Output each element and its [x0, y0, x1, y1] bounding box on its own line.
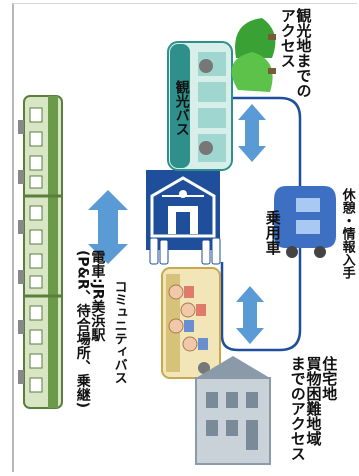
train-hub-arrow: [88, 190, 128, 264]
bus-loop-arrow-lower: [236, 286, 264, 344]
community-bus-icon: [161, 267, 221, 379]
frame-border: [12, 3, 357, 472]
tourism-bus-icon: [167, 41, 233, 171]
car-icon: [274, 186, 336, 258]
label-residential-access: 住宅地 買物困難地域 までのアクセス: [288, 356, 339, 461]
label-train: 電車:JR美浜駅 (P&R、待合場所、乗継): [74, 250, 106, 409]
label-community-bus: コミュニティバス: [111, 280, 127, 384]
bus-loop-arrow: [238, 104, 266, 162]
trees-icon: [231, 18, 276, 92]
label-tourism-bus: 観光バス: [173, 80, 190, 136]
label-car: 乗用車: [263, 210, 282, 255]
label-rest-info: 休憩・情報入手: [339, 188, 355, 279]
train-icon: [18, 95, 63, 409]
station-hub-icon: [146, 170, 221, 265]
label-tourism-access: 観光地までの アクセス: [278, 8, 313, 98]
house-icon: [195, 356, 271, 465]
